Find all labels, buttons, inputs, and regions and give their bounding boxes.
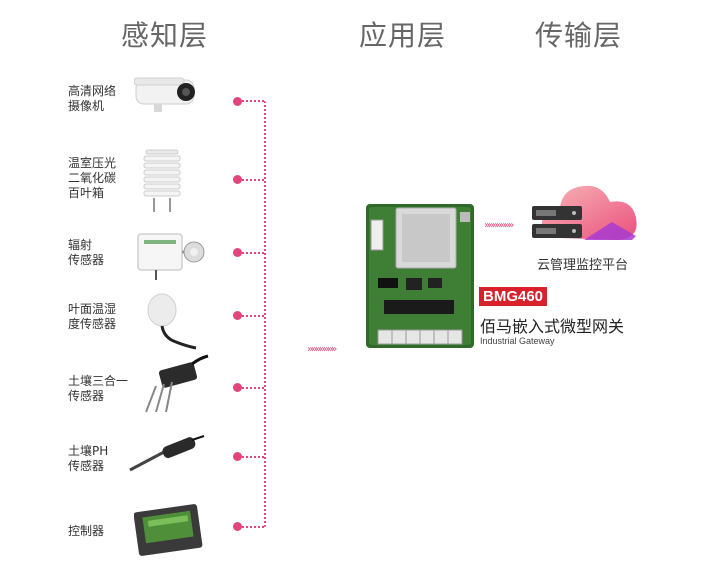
cloud-server-icon [532, 185, 637, 240]
connector-line [242, 100, 264, 102]
application-layer-title: 应用层 [359, 19, 447, 52]
connector-dot [233, 311, 242, 320]
sensor-label-soil: 土壤三合一 传感器 [68, 374, 134, 404]
connector-line [242, 252, 264, 254]
connector-dot [233, 175, 242, 184]
sensor-label-radiation: 辐射 传感器 [68, 238, 134, 268]
sensor-label-leaf: 叶面温湿 度传感器 [68, 302, 134, 332]
cloud-platform-label: 云管理监控平台 [537, 258, 629, 273]
soil-probe-icon [145, 354, 209, 413]
sensor-label-louver: 温室压光 二氧化碳 百叶箱 [68, 156, 134, 201]
connector-line [242, 315, 264, 317]
connector-line [242, 526, 264, 528]
connector-dot [233, 452, 242, 461]
perception-layer-title: 感知层 [121, 19, 209, 52]
sensor-label-text: 控制器 [68, 524, 105, 538]
hd-camera-icon [134, 77, 195, 112]
sensor-label-text: 高清网络 摄像机 [68, 84, 117, 113]
sensor-label-camera: 高清网络 摄像机 [68, 84, 134, 114]
sensor-label-text: 温室压光 二氧化碳 百叶箱 [68, 156, 117, 200]
connector-dot [233, 248, 242, 257]
sensor-label-text: 辐射 传感器 [68, 238, 105, 267]
connector-line [242, 456, 264, 458]
controller-icon [134, 504, 203, 556]
connector-line [242, 179, 264, 181]
gateway-name: 佰马嵌入式微型网关 [480, 317, 625, 336]
gateway-subtitle: Industrial Gateway [480, 336, 555, 346]
connector-line [242, 387, 264, 389]
gateway-board-icon [366, 204, 474, 348]
arrow-sensors-to-gateway: »»»»»»» [307, 344, 337, 355]
leaf-sensor-icon [147, 293, 197, 350]
sensor-label-text: 土壤三合一 传感器 [68, 374, 129, 403]
transmission-layer-title: 传输层 [535, 19, 623, 52]
sensor-label-text: 叶面温湿 度传感器 [68, 302, 117, 331]
louver-box-icon [143, 149, 181, 212]
sensor-label-ph: 土壤PH 传感器 [68, 444, 134, 474]
bus-line [264, 101, 266, 527]
arrow-gateway-to-cloud: »»»»»»» [484, 220, 514, 231]
ph-probe-icon [129, 435, 205, 472]
sensor-label-controller: 控制器 [68, 524, 134, 539]
connector-dot [233, 97, 242, 106]
gateway-model-badge: BMG460 [479, 287, 548, 306]
connector-dot [233, 522, 242, 531]
radiation-sensor-icon [137, 233, 205, 280]
connector-dot [233, 383, 242, 392]
sensor-label-text: 土壤PH 传感器 [68, 444, 109, 473]
